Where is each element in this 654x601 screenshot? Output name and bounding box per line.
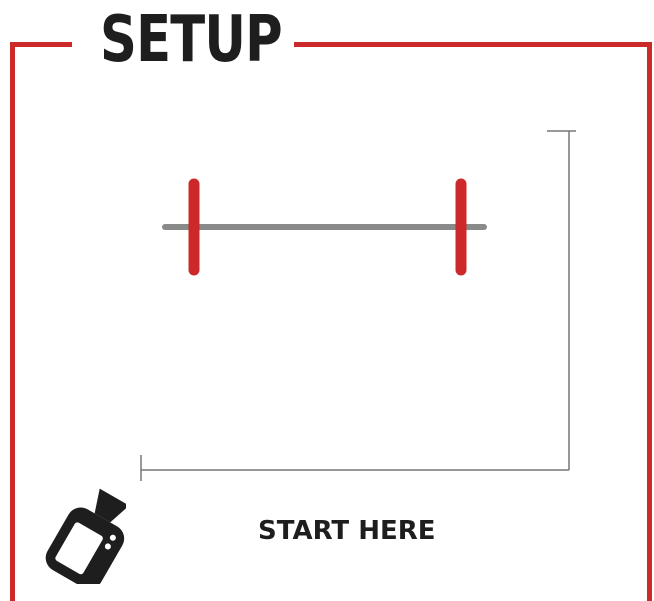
start-here-label: START HERE [258, 511, 458, 551]
camera-icon [36, 484, 126, 584]
